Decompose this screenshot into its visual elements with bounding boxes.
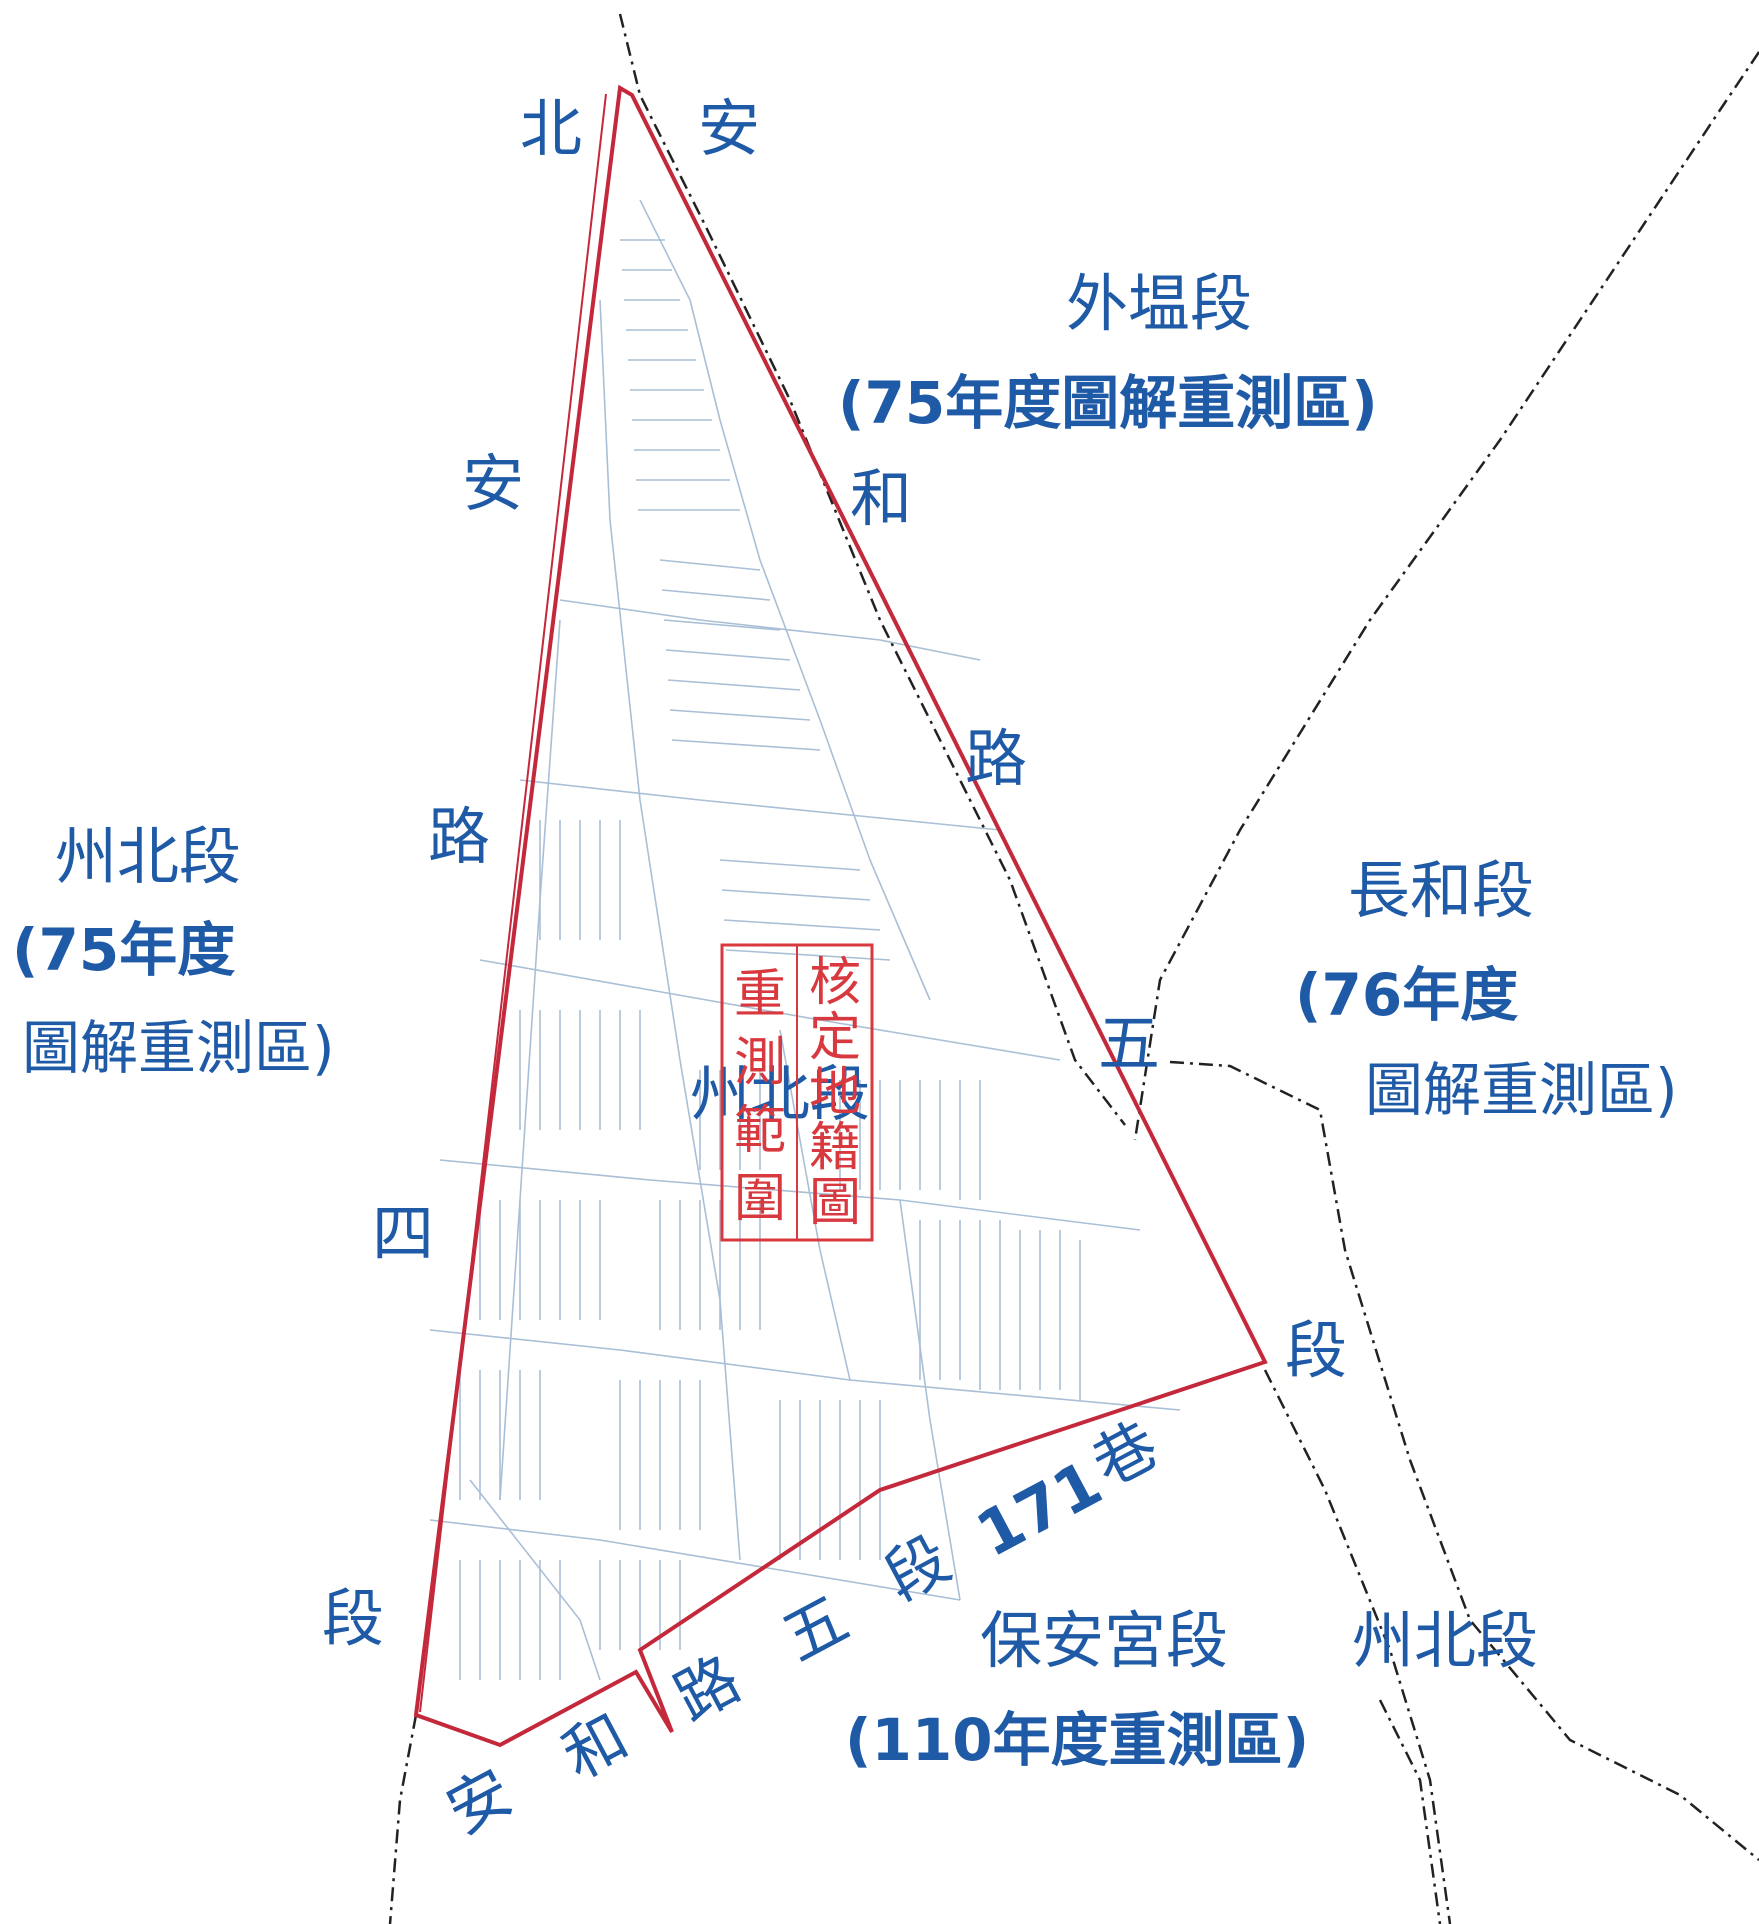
road-char-he-north: 和 [850, 462, 912, 535]
road-char-duan-north: 段 [1285, 1314, 1347, 1387]
stamp-char-wei: 圍 [734, 1169, 786, 1229]
road-char-he-south: 和 [551, 1700, 640, 1794]
road-char-si-west: 四 [372, 1197, 434, 1270]
road-label-west: 安 路 四 段 [322, 447, 524, 1655]
road-char-lu-north: 路 [965, 722, 1027, 795]
section-name-baoangong: 保安宮段 [980, 1604, 1228, 1677]
road-char-an-south: 安 [435, 1755, 524, 1849]
section-changhe: 長和段 (76年度 圖解重測區) [1295, 854, 1678, 1124]
boundary-changhe-zhoubei [1169, 1060, 1759, 1861]
stamp-char-fan: 範 [734, 1101, 786, 1161]
section-name-changhe: 長和段 [1348, 854, 1534, 927]
road-char-bei: 北 [520, 92, 582, 165]
stamp-char-di: 地 [809, 1063, 861, 1123]
road-char-duan-south: 段 [873, 1522, 962, 1616]
renumbering-area-inner-edge [419, 93, 607, 1713]
approval-stamp: 核 定 地 籍 圖 重 測 範 圍 [720, 943, 874, 1242]
renumbering-area-boundary [413, 84, 1268, 1748]
road-char-duan-west: 段 [322, 1582, 384, 1655]
road-char-an-west: 安 [462, 447, 524, 520]
road-char-lu-west: 路 [428, 800, 490, 873]
road-char-wu-south: 五 [771, 1582, 860, 1676]
section-note-changhe-1: (76年度 [1295, 961, 1518, 1029]
section-name-zhoubei-east: 州北段 [1352, 1604, 1538, 1677]
stamp-char-ce: 測 [734, 1033, 786, 1093]
section-zhoubei-west: 州北段 (75年度 圖解重測區) [12, 820, 335, 1082]
section-name-zhoubei-west: 州北段 [55, 820, 241, 893]
boundary-baoangong-east [1263, 1369, 1452, 1924]
road-label-north: 北 安 和 路 五 段 [520, 92, 1347, 1387]
section-waicheng: 外塭段 (75年度圖解重測區) [838, 267, 1378, 437]
road-char-wu-north: 五 [1098, 1007, 1160, 1080]
boundary-south-west [388, 1714, 418, 1924]
section-name-zhoubei-center: 州北段 [690, 1060, 870, 1130]
section-name-waicheng: 外塭段 [1066, 267, 1252, 340]
section-note-zhoubei-west-1: (75年度 [12, 916, 235, 984]
section-baoangong: 保安宮段 (110年度重測區) [845, 1604, 1309, 1774]
parcel-lines [429, 199, 1181, 1681]
stamp-char-ding: 定 [809, 1008, 861, 1068]
boundary-north-road-east [618, 13, 1126, 1126]
boundary-waicheng-changhe [1133, 51, 1759, 1141]
road-lane-number: 171 [965, 1446, 1114, 1571]
stamp-char-he: 核 [809, 953, 861, 1013]
road-char-an-north: 安 [698, 92, 760, 165]
section-note-waicheng: (75年度圖解重測區) [838, 369, 1378, 437]
section-note-baoangong: (110年度重測區) [845, 1706, 1309, 1774]
road-char-lu-south: 路 [663, 1642, 752, 1736]
section-note-changhe-2: 圖解重測區) [1365, 1056, 1678, 1124]
stamp-char-zhong: 重 [734, 965, 786, 1025]
section-note-zhoubei-west-2: 圖解重測區) [22, 1014, 335, 1082]
stamp-char-tu: 圖 [809, 1173, 861, 1233]
boundary-south-east [1378, 1699, 1442, 1924]
stamp-char-ji: 籍 [809, 1118, 861, 1178]
section-boundaries [388, 13, 1759, 1924]
